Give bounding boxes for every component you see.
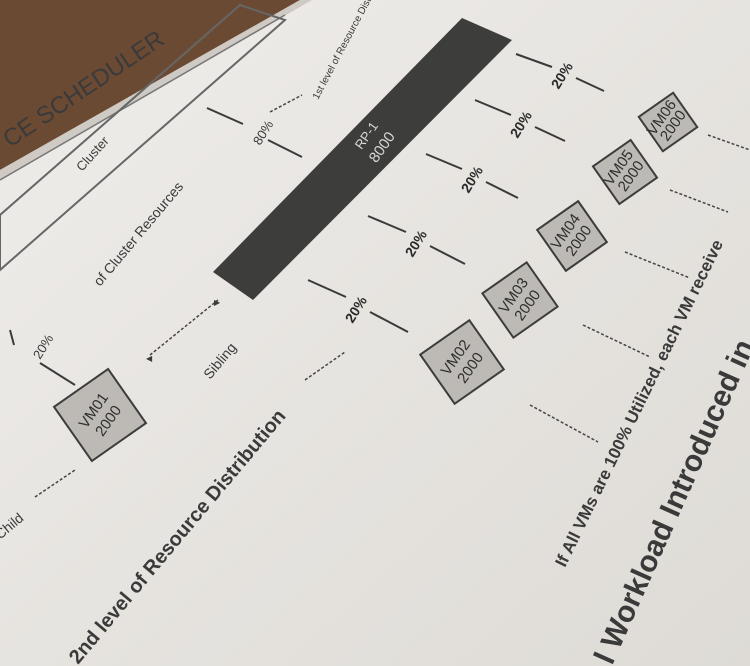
resource-pool-bar bbox=[213, 18, 512, 300]
dashed-leader bbox=[669, 189, 729, 213]
connector-line bbox=[267, 139, 303, 158]
vm-box-vm02: VM02 2000 bbox=[418, 318, 506, 406]
dashed-leader bbox=[582, 324, 651, 358]
vm-box-vm04: VM04 2000 bbox=[535, 199, 609, 273]
connector-line bbox=[206, 107, 244, 125]
arrow-head-right-icon: ▶ bbox=[214, 298, 221, 307]
vm-box-vm05: VM05 2000 bbox=[591, 138, 659, 206]
connector-line bbox=[9, 329, 15, 346]
arrow-head-left-icon: ◀ bbox=[146, 354, 153, 363]
dashed-leader bbox=[304, 351, 346, 381]
vm-box-vm03: VM03 2000 bbox=[481, 261, 559, 339]
vm-box-vm06: VM06 2000 bbox=[637, 91, 699, 153]
sibling-arrow bbox=[149, 299, 219, 356]
dashed-leader bbox=[529, 404, 599, 443]
dashed-leader bbox=[269, 94, 303, 113]
connector-line bbox=[39, 362, 76, 386]
cluster-box bbox=[0, 3, 287, 272]
dashed-leader bbox=[34, 469, 76, 498]
dashed-leader bbox=[624, 251, 691, 279]
vm-box-vm01: VM01 2000 bbox=[52, 367, 148, 463]
dashed-leader bbox=[707, 134, 750, 151]
title-rule bbox=[0, 14, 286, 181]
